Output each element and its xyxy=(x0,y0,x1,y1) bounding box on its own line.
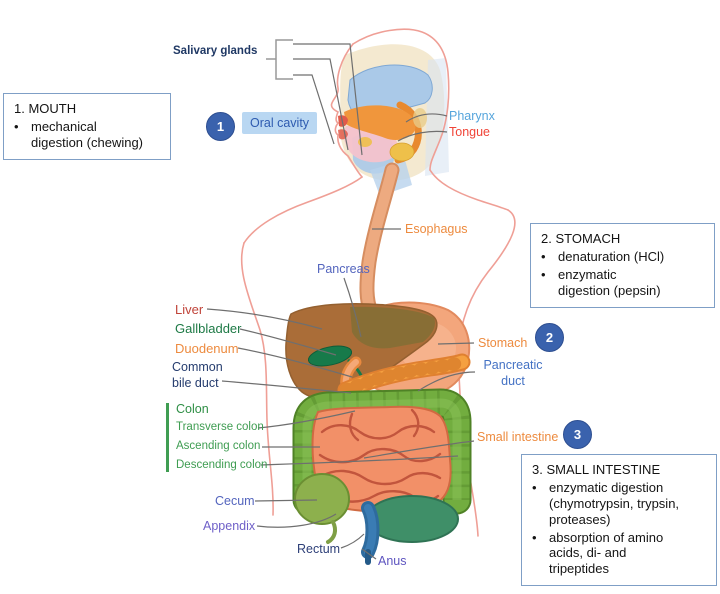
callout-small-intestine: 3. SMALL INTESTINE • enzymatic digestion… xyxy=(521,454,717,587)
label-salivary-glands: Salivary glands xyxy=(173,45,258,57)
pancreatic-duct-leader xyxy=(417,371,476,392)
liver-leader xyxy=(206,308,323,330)
label-colon: Colon xyxy=(176,402,209,416)
common-bile-duct-leader xyxy=(221,380,352,394)
label-pancreas: Pancreas xyxy=(317,262,370,276)
cecum-leader xyxy=(254,499,318,502)
label-tongue: Tongue xyxy=(449,125,491,139)
stomach-leader xyxy=(437,342,475,345)
callout-small-intestine-title: 3. SMALL INTESTINE xyxy=(532,462,661,477)
label-ascending-colon: Ascending colon xyxy=(176,440,261,452)
colon-shape xyxy=(292,388,472,515)
marker-mouth: 1 xyxy=(206,112,235,141)
callout-stomach: 2. STOMACH • denaturation (HCl) • enzyma… xyxy=(530,223,715,308)
leader-lines xyxy=(206,43,476,560)
label-cecum: Cecum xyxy=(215,494,255,508)
transverse-colon-leader xyxy=(257,410,356,429)
label-common-bile-duct: Common bile duct xyxy=(172,360,223,390)
label-oral-cavity: Oral cavity xyxy=(242,112,318,134)
sigmoid-colon-shape xyxy=(365,495,459,543)
callout-small-intestine-bullet-1: • enzymatic digestion (chymotrypsin, try… xyxy=(532,480,680,527)
salivary-leader-3 xyxy=(293,74,335,145)
label-appendix: Appendix xyxy=(203,519,256,533)
cecum-shape xyxy=(294,473,350,544)
label-rectum: Rectum xyxy=(297,542,341,556)
appendix-leader xyxy=(256,513,337,528)
callout-mouth: 1. MOUTH • mechanical digestion (chewing… xyxy=(3,93,171,160)
label-pancreatic-duct: Pancreatic duct xyxy=(483,358,543,388)
bullet-glyph: • xyxy=(541,249,546,264)
marker-stomach: 2 xyxy=(535,323,564,352)
callout-stomach-title: 2. STOMACH xyxy=(541,231,621,246)
bullet-glyph: • xyxy=(14,119,19,134)
callout-stomach-bullet-1: • denaturation (HCl) xyxy=(541,249,665,264)
label-anus: Anus xyxy=(378,554,407,568)
callout-small-intestine-bullet-2: • absorption of amino acids, di- and tri… xyxy=(532,529,664,577)
label-liver: Liver xyxy=(175,302,204,317)
pancreas-shape xyxy=(337,353,471,399)
small-intestine-leader xyxy=(363,440,475,459)
pancreas-leader xyxy=(343,277,362,338)
callout-mouth-title: 1. MOUTH xyxy=(14,101,77,116)
descending-colon-leader xyxy=(260,455,459,466)
colon-group-bracket xyxy=(166,403,169,472)
label-duodenum: Duodenum xyxy=(175,341,239,356)
tongue-leader xyxy=(397,130,448,142)
label-small-intestine: Small intestine xyxy=(477,430,559,444)
label-stomach: Stomach xyxy=(478,336,528,350)
pharynx-leader xyxy=(405,113,448,123)
anus-leader xyxy=(361,548,377,560)
salivary-leader-2 xyxy=(293,58,349,151)
duodenum-leader xyxy=(237,347,353,378)
bullet-glyph: • xyxy=(541,266,546,282)
label-descending-colon: Descending colon xyxy=(176,459,268,471)
label-gallbladder: Gallbladder xyxy=(175,321,242,336)
callout-mouth-bullet-1: • mechanical digestion (chewing) xyxy=(14,119,144,150)
liver-shape xyxy=(285,302,438,400)
rectum-leader xyxy=(340,533,365,549)
label-esophagus: Esophagus xyxy=(405,222,468,236)
label-pharynx: Pharynx xyxy=(449,109,495,123)
salivary-bracket xyxy=(266,39,293,80)
marker-small-intestine: 3 xyxy=(563,420,592,449)
label-transverse-colon: Transverse colon xyxy=(176,421,264,433)
esophagus-shape xyxy=(359,162,400,320)
appendix-shape xyxy=(326,520,338,544)
gallbladder-leader xyxy=(239,328,337,356)
bullet-glyph: • xyxy=(532,480,537,495)
salivary-leader-1 xyxy=(293,43,363,156)
bullet-glyph: • xyxy=(532,529,537,545)
callout-stomach-bullet-2: • enzymatic digestion (pepsin) xyxy=(541,266,661,298)
